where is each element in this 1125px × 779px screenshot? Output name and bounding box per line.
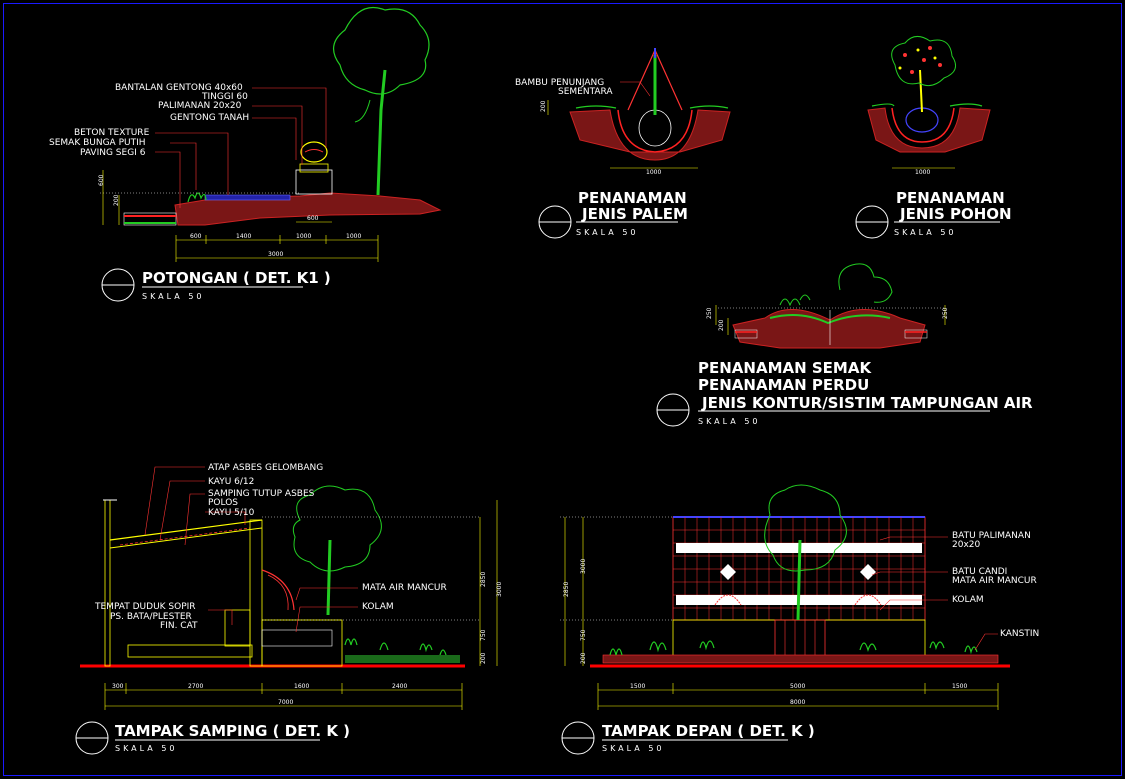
detail-samping: 2850 3000 750 200 300 2700 1600 2400 700… (75, 463, 503, 755)
samping-label-kayu510: KAYU 5/10 (208, 508, 255, 518)
k1-label-palimanan: PALIMANAN 20x20 (158, 101, 242, 111)
depan-label-batu-palimanan: BATU PALIMANAN (952, 531, 1031, 541)
k1-label-beton: BETON TEXTURE (74, 128, 150, 138)
palem-dim-bottom: 1000 (646, 169, 661, 176)
k1-label-tinggi: TINGGI 60 (201, 92, 248, 102)
samping-dim-1: 2700 (188, 683, 203, 690)
palem-scale: SKALA 50 (576, 228, 639, 237)
samping-dim-right-1: 3000 (496, 582, 503, 597)
semak-dim-1: 200 (718, 319, 725, 331)
k1-dim-left-1: 200 (113, 194, 120, 206)
pohon-title-2: JENIS POHON (899, 205, 1012, 223)
depan-label-20x20: 20x20 (952, 540, 981, 550)
detail-semak: 250 200 250 PENANAMAN SEMAK PENANAMAN PE… (656, 263, 1033, 427)
palem-dim-left: 200 (540, 100, 547, 112)
samping-dim-2: 1600 (294, 683, 309, 690)
pohon-scale: SKALA 50 (894, 228, 957, 237)
semak-title-3: JENIS KONTUR/SISTIM TAMPUNGAN AIR (701, 394, 1033, 412)
samping-dim-3: 2400 (392, 683, 407, 690)
samping-dim-right-3: 200 (480, 652, 487, 664)
depan-dim-left-3: 200 (580, 652, 587, 664)
depan-dim-0: 1500 (630, 683, 645, 690)
detail-pohon: 1000 PENANAMAN JENIS POHON SKALA 50 (855, 36, 1012, 239)
k1-dim-3: 1000 (346, 233, 361, 240)
palem-title-1: PENANAMAN (578, 189, 687, 207)
samping-title: TAMPAK SAMPING ( DET. K ) (115, 722, 350, 740)
samping-scale: SKALA 50 (115, 744, 178, 753)
samping-label-mata-air: MATA AIR MANCUR (362, 583, 447, 593)
drawing-frame (3, 3, 1122, 776)
k1-label-gentong: GENTONG TANAH (170, 113, 249, 123)
depan-title: TAMPAK DEPAN ( DET. K ) (602, 722, 815, 740)
k1-title: POTONGAN ( DET. K1 ) (142, 269, 331, 287)
pohon-dim-bottom: 1000 (915, 169, 930, 176)
semak-dim-0: 250 (706, 307, 713, 319)
samping-label-polos: POLOS (208, 498, 238, 508)
k1-label-bantalan: BANTALAN GENTONG 40x60 (115, 83, 243, 93)
samping-label-tempat: TEMPAT DUDUK SOPIR (94, 602, 196, 612)
k1-dim-left-0: 600 (98, 174, 105, 186)
depan-dim-1: 5000 (790, 683, 805, 690)
semak-scale: SKALA 50 (698, 417, 761, 426)
samping-label-fin: FIN. CAT (160, 621, 198, 631)
depan-label-batu-candi: BATU CANDI (952, 567, 1007, 577)
samping-dim-right-0: 2850 (480, 572, 487, 587)
depan-label-mata-air: MATA AIR MANCUR (952, 576, 1037, 586)
semak-title-1: PENANAMAN SEMAK (698, 359, 872, 377)
depan-dim-left-2: 750 (580, 629, 587, 641)
samping-label-kolam: KOLAM (362, 602, 394, 612)
k1-scale: SKALA 50 (142, 292, 205, 301)
k1-label-semak: SEMAK BUNGA PUTIH (49, 138, 146, 148)
depan-scale: SKALA 50 (602, 744, 665, 753)
samping-dim-right-2: 750 (480, 629, 487, 641)
k1-label-paving: PAVING SEGI 6 (80, 148, 146, 158)
depan-dim-left-1: 3000 (580, 559, 587, 574)
samping-label-atap: ATAP ASBES GELOMBANG (208, 463, 323, 473)
pohon-title-1: PENANAMAN (896, 189, 1005, 207)
depan-label-kolam: KOLAM (952, 595, 984, 605)
depan-dim-left-0: 2850 (563, 582, 570, 597)
k1-dim-pot: 600 (307, 215, 319, 222)
semak-dim-2: 250 (942, 307, 949, 319)
palem-title-2: JENIS PALEM (581, 205, 688, 223)
palem-label-bambu: BAMBU PENUNJANG (515, 78, 604, 88)
depan-dim-2: 1500 (952, 683, 967, 690)
depan-dim-total: 8000 (790, 699, 805, 706)
depan-label-kanstin: KANSTIN (1000, 629, 1039, 639)
samping-label-samping: SAMPING TUTUP ASBES (208, 489, 315, 499)
samping-dim-0: 300 (112, 683, 124, 690)
detail-depan: 2850 3000 750 200 1500 5000 1500 8000 BA… (560, 484, 1039, 755)
detail-k1: 600 1400 1000 1000 3000 600 600 200 BANT… (49, 6, 442, 302)
semak-title-2: PENANAMAN PERDU (698, 376, 869, 394)
palem-label-sementara: SEMENTARA (558, 87, 613, 97)
k1-dim-total: 3000 (268, 251, 283, 258)
detail-palem: 200 1000 BAMBU PENUNJANG SEMENTARA PENAN… (515, 48, 731, 239)
samping-label-bata: PS. BATA/PLESTER (110, 612, 192, 622)
k1-dim-1: 1400 (236, 233, 251, 240)
k1-dim-0: 600 (190, 233, 202, 240)
samping-label-kayu612: KAYU 6/12 (208, 477, 254, 487)
k1-dim-2: 1000 (296, 233, 311, 240)
samping-dim-total: 7000 (278, 699, 293, 706)
